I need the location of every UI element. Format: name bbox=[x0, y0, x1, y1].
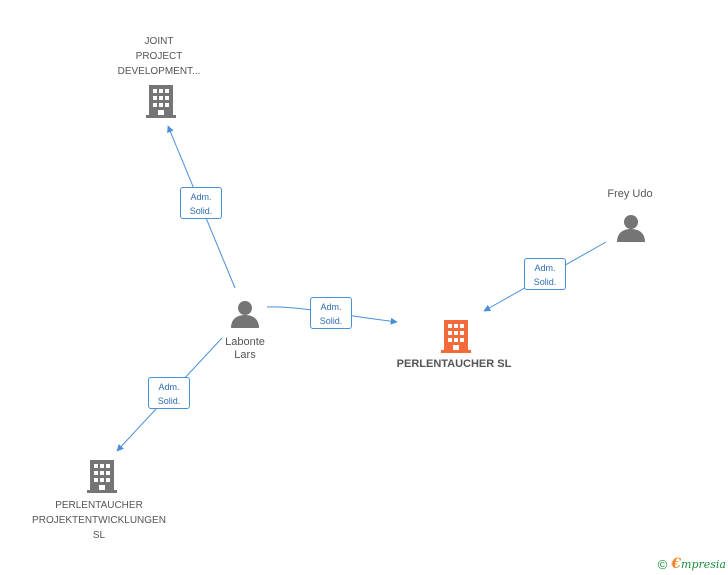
empresia-footer: © €mpresia bbox=[658, 556, 726, 572]
edge-label-adm-solid[interactable]: Adm. Solid. bbox=[180, 187, 222, 219]
building-icon[interactable] bbox=[146, 85, 176, 118]
person-label-labonte-lars[interactable]: Labonte Lars bbox=[225, 336, 265, 361]
company-label-perlentaucher-projektentwicklungen[interactable]: PERLENTAUCHER PROJEKTENTWICKLUNGEN SL bbox=[32, 500, 166, 541]
person-label-frey-udo[interactable]: Frey Udo bbox=[607, 188, 653, 200]
building-icon[interactable] bbox=[87, 460, 117, 493]
edge-label-adm-solid[interactable]: Adm. Solid. bbox=[148, 377, 190, 409]
edge-label-adm-solid[interactable]: Adm. Solid. bbox=[524, 258, 566, 290]
empresia-logo[interactable]: €mpresia bbox=[671, 556, 726, 572]
person-icon[interactable] bbox=[231, 301, 259, 328]
copyright-icon: © bbox=[657, 556, 668, 572]
edge-label-adm-solid[interactable]: Adm. Solid. bbox=[310, 297, 352, 329]
company-label-joint-project[interactable]: JOINT PROJECT DEVELOPMENT... bbox=[117, 36, 201, 77]
building-icon-main[interactable] bbox=[441, 320, 471, 353]
company-label-perlentaucher-sl[interactable]: PERLENTAUCHER SL bbox=[396, 358, 512, 370]
person-icon[interactable] bbox=[617, 215, 645, 242]
